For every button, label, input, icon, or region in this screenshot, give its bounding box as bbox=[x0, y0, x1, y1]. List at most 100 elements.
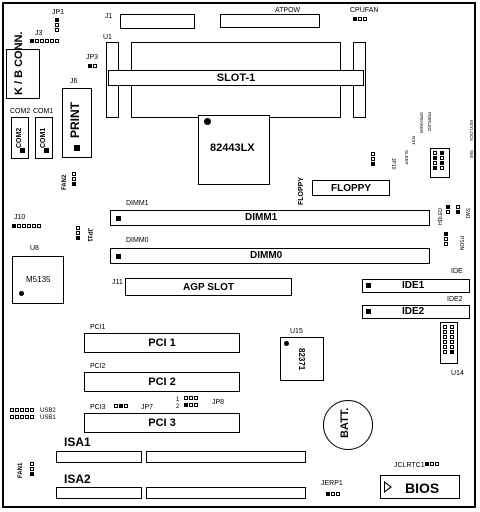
jerp1-jumper bbox=[326, 492, 340, 496]
print-pin1-marker bbox=[74, 145, 80, 151]
com2-label: COM2 bbox=[10, 108, 31, 115]
front-panel-pins-a bbox=[433, 151, 437, 170]
jclrtc1-label: JCLRTC1 bbox=[394, 462, 425, 469]
jp8-pin2-label: 2 bbox=[176, 404, 180, 410]
chip-82443lx bbox=[198, 115, 270, 185]
com1-label: COM1 bbox=[33, 108, 54, 115]
pson-header bbox=[444, 232, 448, 246]
ide2-side-label: IDE2 bbox=[447, 296, 463, 303]
pci3-label: PCI 3 bbox=[148, 417, 176, 429]
jp3-label: JP3 bbox=[86, 54, 99, 61]
j3-label: J3 bbox=[35, 30, 43, 37]
chip-m5135-pin1 bbox=[19, 291, 24, 296]
isa1-label: ISA1 bbox=[64, 435, 91, 449]
pci2-label: PCI 2 bbox=[148, 376, 176, 388]
j11-label: J11 bbox=[112, 279, 123, 286]
jp3-jumper bbox=[88, 64, 97, 68]
fan1-connector bbox=[30, 462, 34, 476]
pci3-side-label: PCI3 bbox=[90, 404, 106, 411]
slot1-connector: SLOT-1 bbox=[108, 70, 364, 86]
fp-smi-label: SMI bbox=[469, 150, 474, 159]
dimm1-label: DIMM1 bbox=[126, 200, 149, 207]
atpow-connector bbox=[220, 14, 320, 28]
ide-label: IDE bbox=[451, 268, 463, 275]
atpow-label: ATPOW bbox=[275, 7, 301, 14]
hdled-header bbox=[446, 205, 450, 214]
chip-m5135-label: M5135 bbox=[26, 275, 51, 284]
chip-82443lx-pin1 bbox=[204, 118, 211, 125]
isa2-label: ISA2 bbox=[64, 472, 91, 486]
fp-keylock-label: KEYLOCK bbox=[469, 120, 474, 142]
ide2-label: IDE2 bbox=[402, 306, 425, 317]
j1-connector bbox=[120, 14, 195, 29]
ide2-pin1-marker bbox=[366, 309, 371, 314]
u14-pins-a bbox=[443, 325, 447, 354]
u14-label: U14 bbox=[451, 370, 464, 377]
jp7-jumper bbox=[114, 404, 128, 408]
pson-label: PSON bbox=[458, 236, 464, 251]
chip-82443lx-label: 82443LX bbox=[210, 142, 255, 154]
floppy-label: FLOPPY bbox=[330, 182, 371, 194]
pci2-slot: PCI 2 bbox=[84, 372, 240, 392]
jp8-jumper-row1 bbox=[184, 396, 198, 400]
floppy-connector: FLOPPY bbox=[312, 180, 390, 196]
j1-label: J1 bbox=[105, 13, 113, 20]
fp-rst-label: RST bbox=[411, 136, 416, 145]
pci2-side-label: PCI2 bbox=[90, 363, 106, 370]
dimm0-slot bbox=[110, 248, 430, 264]
kb-conn-label: K / B CONN. bbox=[13, 31, 25, 95]
dimm1-slot-label: DIMM1 bbox=[245, 212, 278, 223]
pci1-slot: PCI 1 bbox=[84, 333, 240, 353]
fp-pwrled-label: PWRLED bbox=[427, 112, 432, 132]
dimm1-slot bbox=[110, 210, 430, 226]
chip-82371-pin1 bbox=[284, 341, 289, 346]
dimm0-label: DIMM0 bbox=[126, 237, 149, 244]
battery bbox=[323, 400, 373, 450]
jp11-jumper bbox=[76, 226, 80, 240]
com2-box-label: COM2 bbox=[16, 127, 23, 148]
jp7-label: JP7 bbox=[141, 404, 154, 411]
isa2-slot-short bbox=[56, 487, 142, 499]
usb2-label: USB2 bbox=[40, 408, 56, 414]
ide1-pin1-marker bbox=[366, 283, 371, 288]
print-label: PRINT bbox=[68, 102, 82, 138]
com2-pin1-marker bbox=[20, 148, 25, 153]
j10-connector bbox=[12, 224, 41, 228]
pci1-side-label: PCI1 bbox=[90, 324, 106, 331]
com1-box-label: COM1 bbox=[40, 127, 47, 148]
ide1-label: IDE1 bbox=[402, 280, 425, 291]
jp8-label: JP8 bbox=[212, 399, 225, 406]
com1-pin1-marker bbox=[44, 148, 49, 153]
chip-82371-label: 82371 bbox=[297, 348, 306, 371]
isa2-slot-long bbox=[146, 487, 306, 499]
j10-label: J10 bbox=[14, 214, 26, 221]
battery-label: BATT. bbox=[339, 407, 351, 438]
jclrtc1-jumper bbox=[425, 462, 439, 466]
usb2-header bbox=[10, 408, 34, 412]
agp-slot: AGP SLOT bbox=[125, 278, 292, 296]
jp8-pin1-label: 1 bbox=[176, 397, 180, 403]
j3-connector bbox=[30, 39, 59, 43]
fan2-connector bbox=[72, 172, 76, 186]
hdled-label: HDLED bbox=[438, 208, 444, 225]
ide1-connector bbox=[362, 279, 470, 293]
motherboard-outline bbox=[2, 2, 476, 508]
u14-pins-b bbox=[450, 325, 454, 354]
bios-notch-inner bbox=[385, 483, 390, 491]
agp-slot-label: AGP SLOT bbox=[183, 281, 234, 293]
fan2-label: FAN2 bbox=[62, 174, 68, 190]
pci3-slot: PCI 3 bbox=[84, 413, 240, 433]
slot1-label: SLOT-1 bbox=[216, 72, 256, 84]
fan1-label: FAN1 bbox=[18, 462, 24, 478]
jerp1-label: JERP1 bbox=[321, 480, 343, 487]
front-panel-pins-b bbox=[440, 151, 444, 170]
fp-speaker-label: SPEAKER bbox=[419, 112, 424, 134]
jp11-label: JP11 bbox=[86, 228, 92, 242]
ide2-connector bbox=[362, 305, 470, 319]
jp1-label: JP1 bbox=[52, 9, 65, 16]
j6-label: J6 bbox=[70, 78, 78, 85]
dimm0-slot-label: DIMM0 bbox=[250, 250, 283, 261]
usb1-label: USB1 bbox=[40, 415, 56, 421]
keyboard-connector bbox=[6, 49, 40, 99]
u15-label: U15 bbox=[290, 328, 303, 335]
